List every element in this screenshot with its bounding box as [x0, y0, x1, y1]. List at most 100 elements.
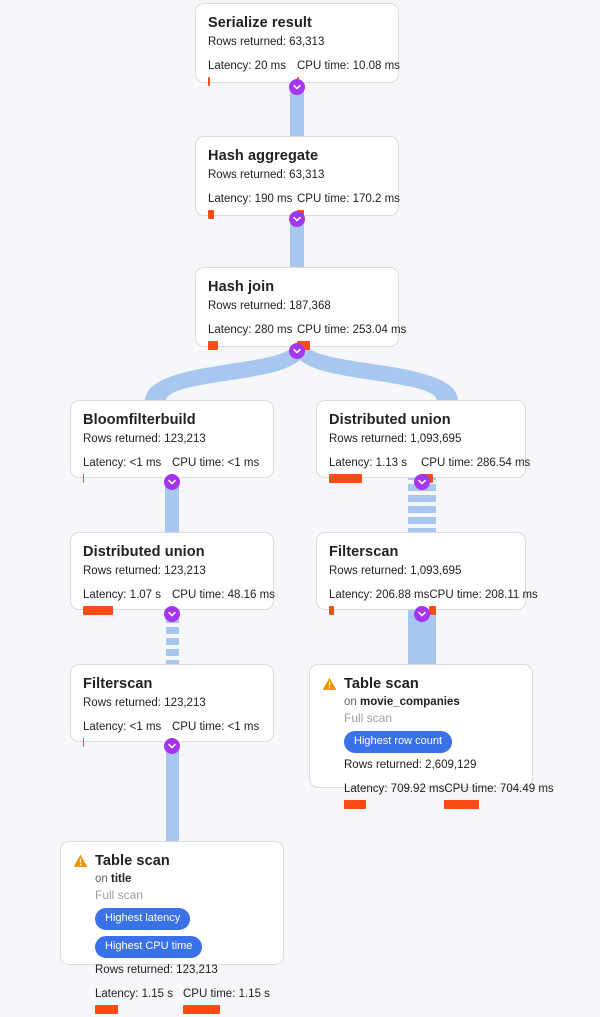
plan-node-bloomfilterbuild[interactable]: Bloomfilterbuild Rows returned: 123,213 …: [70, 400, 274, 483]
latency-metric: Latency: 1.07 s: [83, 588, 172, 615]
node-title: Table scan: [344, 676, 419, 692]
latency-label: Latency: 280 ms: [208, 324, 293, 336]
cpu-label: CPU time: <1 ms: [172, 721, 260, 733]
cpu-bar: [183, 1005, 220, 1014]
chevron-down-icon: [168, 479, 176, 485]
latency-bar: [208, 77, 210, 86]
collapse-toggle-distributed-union-left[interactable]: [164, 606, 180, 622]
badge-list: Highest row count: [344, 731, 520, 753]
node-metrics: Latency: <1 ms CPU time: <1 ms: [83, 456, 261, 483]
cpu-metric: CPU time: <1 ms: [172, 720, 261, 747]
chevron-down-icon: [293, 84, 301, 90]
node-header: Filterscan: [329, 543, 513, 561]
latency-bar: [83, 738, 85, 747]
plan-node-distributed-union-right[interactable]: Distributed union Rows returned: 1,093,6…: [316, 400, 530, 483]
latency-bar: [329, 474, 363, 483]
table-name: title: [111, 873, 132, 885]
collapse-toggle-hash-aggregate[interactable]: [289, 211, 305, 227]
collapse-toggle-bloomfilterbuild[interactable]: [164, 474, 180, 490]
cpu-metric: CPU time: 208.11 ms: [429, 588, 538, 615]
edge-hashjoin-to-distributed-union: [300, 348, 458, 401]
chevron-down-icon: [418, 611, 426, 617]
badge-highest-row-count[interactable]: Highest row count: [344, 731, 453, 753]
rows-returned: Rows returned: 123,213: [83, 697, 206, 709]
plan-node-table-scan-title[interactable]: Table scan on title Full scan Highest la…: [60, 841, 284, 1014]
cpu-metric: CPU time: <1 ms: [172, 456, 261, 483]
latency-bar: [329, 606, 335, 615]
latency-metric: Latency: 709.92 ms: [344, 782, 444, 809]
collapse-toggle-serialize-result[interactable]: [289, 79, 305, 95]
cpu-metric: CPU time: 286.54 ms: [421, 456, 530, 483]
rows-returned: Rows returned: 123,213: [83, 433, 206, 445]
rows-returned: Rows returned: 2,609,129: [344, 759, 477, 771]
collapse-toggle-filterscan-right[interactable]: [414, 606, 430, 622]
latency-metric: Latency: 20 ms: [208, 59, 297, 86]
cpu-metric: CPU time: 253.04 ms: [297, 323, 406, 350]
node-header: Bloomfilterbuild: [83, 411, 261, 429]
chevron-down-icon: [418, 479, 426, 485]
latency-bar: [208, 341, 218, 350]
table-name: movie_companies: [360, 696, 460, 708]
node-metrics: Latency: <1 ms CPU time: <1 ms: [83, 720, 261, 747]
scan-type: Full scan: [344, 711, 393, 725]
cpu-label: CPU time: 1.15 s: [183, 988, 270, 1000]
latency-metric: Latency: 206.88 ms: [329, 588, 429, 615]
node-metrics: Latency: 709.92 ms CPU time: 704.49 ms: [344, 782, 554, 809]
node-table-subtitle: on title: [95, 872, 271, 887]
latency-label: Latency: 1.13 s: [329, 457, 407, 469]
node-header: Hash aggregate: [208, 147, 386, 165]
node-title: Hash aggregate: [208, 148, 319, 164]
node-title: Distributed union: [329, 412, 451, 428]
rows-returned: Rows returned: 187,368: [208, 300, 331, 312]
rows-returned: Rows returned: 63,313: [208, 169, 325, 181]
plan-node-filterscan-left[interactable]: Filterscan Rows returned: 123,213 Latenc…: [70, 664, 274, 747]
cpu-bar: [444, 800, 480, 809]
node-header: Filterscan: [83, 675, 261, 693]
latency-bar: [83, 606, 114, 615]
plan-node-distributed-union-left[interactable]: Distributed union Rows returned: 123,213…: [70, 532, 275, 615]
node-header: Table scan on title Full scan Highest la…: [73, 852, 271, 1014]
plan-node-table-scan-movie-companies[interactable]: Table scan on movie_companies Full scan …: [309, 664, 554, 809]
on-prefix: on: [95, 873, 111, 885]
edge-hashjoin-to-bloomfilterbuild: [145, 348, 300, 401]
chevron-down-icon: [168, 611, 176, 617]
edge-filterscan-left-to-tablescan: [166, 742, 179, 842]
plan-node-hash-join[interactable]: Hash join Rows returned: 187,368 Latency…: [195, 267, 406, 350]
collapse-toggle-distributed-union-right[interactable]: [414, 474, 430, 490]
cpu-label: CPU time: 704.49 ms: [444, 783, 554, 795]
chevron-down-icon: [168, 743, 176, 749]
latency-metric: Latency: 1.13 s: [329, 456, 421, 483]
latency-bar: [344, 800, 367, 809]
warning-triangle-icon: [322, 677, 337, 691]
plan-node-serialize-result[interactable]: Serialize result Rows returned: 63,313 L…: [195, 3, 400, 86]
badge-list: Highest latency Highest CPU time: [95, 908, 271, 958]
warning-triangle-icon: [73, 854, 88, 868]
latency-label: Latency: 1.15 s: [95, 988, 173, 1000]
badge-highest-latency[interactable]: Highest latency: [95, 908, 191, 930]
latency-label: Latency: 190 ms: [208, 193, 293, 205]
node-metrics: Latency: 1.07 s CPU time: 48.16 ms: [83, 588, 275, 615]
cpu-bar: [429, 606, 436, 615]
rows-returned: Rows returned: 1,093,695: [329, 433, 462, 445]
collapse-toggle-hash-join[interactable]: [289, 343, 305, 359]
cpu-label: CPU time: 208.11 ms: [429, 589, 538, 601]
node-header: Table scan on movie_companies Full scan …: [322, 675, 554, 809]
node-title: Filterscan: [329, 544, 399, 560]
node-title: Distributed union: [83, 544, 205, 560]
cpu-metric: CPU time: 1.15 s: [183, 987, 271, 1014]
cpu-label: CPU time: 10.08 ms: [297, 60, 400, 72]
latency-label: Latency: <1 ms: [83, 721, 162, 733]
node-title: Bloomfilterbuild: [83, 412, 196, 428]
latency-metric: Latency: <1 ms: [83, 456, 172, 483]
chevron-down-icon: [293, 348, 301, 354]
cpu-metric: CPU time: 48.16 ms: [172, 588, 275, 615]
latency-label: Latency: 206.88 ms: [329, 589, 430, 601]
plan-node-hash-aggregate[interactable]: Hash aggregate Rows returned: 63,313 Lat…: [195, 136, 400, 219]
node-header: Hash join: [208, 278, 386, 296]
plan-node-filterscan-right[interactable]: Filterscan Rows returned: 1,093,695 Late…: [316, 532, 538, 615]
collapse-toggle-filterscan-left[interactable]: [164, 738, 180, 754]
badge-highest-cpu-time[interactable]: Highest CPU time: [95, 936, 203, 958]
cpu-metric: CPU time: 704.49 ms: [444, 782, 554, 809]
node-metrics: Latency: 280 ms CPU time: 253.04 ms: [208, 323, 406, 350]
